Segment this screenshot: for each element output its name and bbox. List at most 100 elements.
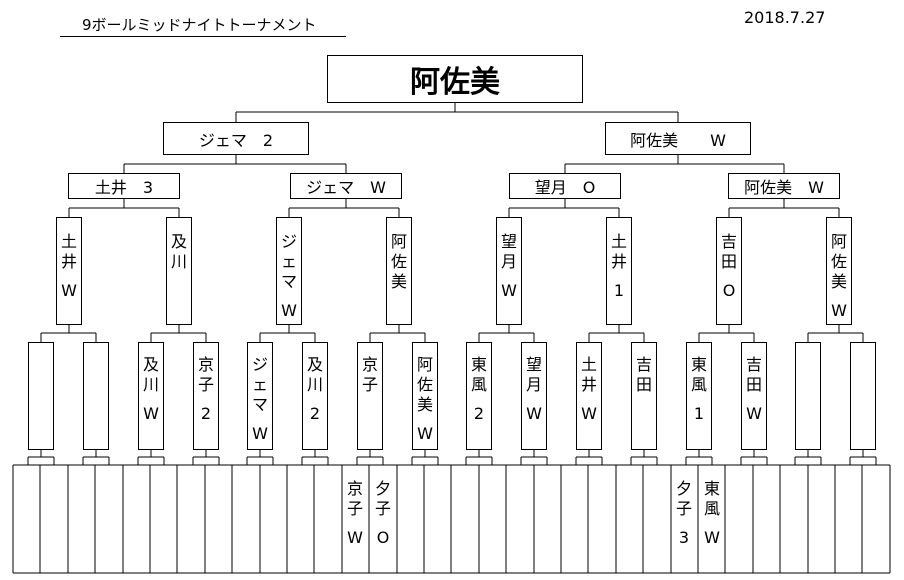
r32-box-11-char: 井 — [580, 375, 597, 394]
r32-box-15 — [795, 342, 821, 450]
r64-entry-4-char: 東 — [703, 479, 720, 498]
r32-box-6-char: 川 — [306, 375, 323, 394]
r64-entry-3-char: 子 — [675, 499, 692, 518]
champion-name: 阿佐美 — [410, 65, 500, 100]
r32-box-10-player: 望月 — [526, 355, 542, 395]
r32-box-11-player: 土井 — [581, 355, 597, 395]
r32-box-9-char: 東 — [470, 355, 487, 374]
r32-box-13: 東風 1 — [686, 342, 712, 450]
r16-box-8-char: 佐 — [830, 252, 847, 271]
r32-box-13-result: 1 — [693, 404, 705, 423]
r16-box-8-char: 美 — [830, 272, 847, 291]
r32-box-16 — [850, 342, 876, 450]
r32-box-14-player: 吉田 — [746, 355, 762, 395]
r32-box-3-player: 及川 — [143, 355, 159, 395]
r16-box-3-player: ジェマ — [281, 232, 297, 292]
tournament-title: 9ボールミッドナイトトーナメント — [82, 16, 317, 34]
r32-box-2 — [83, 342, 109, 450]
r16-box-2-char: 及 — [170, 232, 187, 251]
r64-entry-1-char: 子 — [346, 499, 363, 518]
quarter-4-label: 阿佐美 W — [744, 178, 824, 197]
r16-box-1-char: 井 — [60, 252, 77, 271]
r16-box-3-char: ェ — [280, 252, 297, 271]
r16-box-6-char: 土 — [610, 232, 627, 251]
r16-box-3-char: ジ — [280, 232, 297, 251]
r32-box-14-char: 田 — [745, 375, 762, 394]
semi-left-box: ジェマ 2 — [163, 122, 309, 155]
r32-box-13-char: 東 — [690, 355, 707, 374]
r32-box-4-result: 2 — [200, 404, 212, 423]
r64-entry-1-player: 京子 — [347, 479, 363, 519]
r32-box-6-result: 2 — [309, 404, 321, 423]
r64-entry-1-char: 京 — [346, 479, 363, 498]
r32-box-14-result: W — [746, 404, 762, 423]
quarter-1-box: 土井 3 — [68, 173, 180, 199]
r32-box-6-player: 及川 — [307, 355, 323, 395]
r32-box-8-char: 阿 — [416, 355, 433, 374]
r32-box-4: 京子 2 — [193, 342, 219, 450]
r32-box-9: 東風 2 — [466, 342, 492, 450]
r16-box-4-char: 佐 — [390, 252, 407, 271]
r64-entry-3-result: 3 — [678, 528, 690, 547]
r32-box-8-char: 佐 — [416, 375, 433, 394]
r32-box-7-player: 京子 — [362, 355, 378, 395]
r16-box-8-result: W — [831, 301, 847, 320]
r32-box-12-char: 吉 — [635, 355, 652, 374]
r64-entry-3-player: 夕子 — [676, 479, 692, 519]
r32-box-9-result: 2 — [473, 404, 485, 423]
r32-box-8-result: W — [417, 424, 433, 443]
r16-box-8-char: 阿 — [830, 232, 847, 251]
r64-entry-4-char: 風 — [703, 499, 720, 518]
r16-box-3-result: W — [281, 301, 297, 320]
semi-right-box: 阿佐美 W — [605, 122, 751, 155]
event-date: 2018.7.27 — [744, 8, 826, 27]
r32-box-9-char: 風 — [470, 375, 487, 394]
r32-box-1 — [28, 342, 54, 450]
r64-entry-3: 夕子 3 — [671, 465, 697, 573]
quarter-2-box: ジェマ W — [290, 173, 402, 199]
r32-box-10-char: 月 — [525, 375, 542, 394]
r64-entry-2-char: 子 — [374, 499, 391, 518]
r32-box-3-char: 川 — [142, 375, 159, 394]
r32-box-5-char: ェ — [251, 375, 268, 394]
r32-box-9-player: 東風 — [471, 355, 487, 395]
r16-box-1-char: 土 — [60, 232, 77, 251]
r16-box-5-player: 望月 — [501, 232, 517, 272]
r32-box-7-char: 子 — [361, 375, 378, 394]
r64-entry-4-result: W — [704, 528, 720, 547]
r16-box-7-char: 吉 — [720, 232, 737, 251]
r16-box-5-result: W — [501, 281, 517, 300]
r32-box-13-char: 風 — [690, 375, 707, 394]
r16-box-7-char: 田 — [720, 252, 737, 271]
r16-box-6-result: 1 — [613, 281, 625, 300]
r16-box-3-char: マ — [280, 272, 297, 291]
semi-left-label: ジェマ 2 — [198, 130, 274, 150]
r32-box-4-char: 京 — [197, 355, 214, 374]
r64-entry-2-char: 夕 — [374, 479, 391, 498]
r16-box-5-char: 望 — [500, 232, 517, 251]
r16-box-4-char: 阿 — [390, 232, 407, 251]
r16-box-7-result: O — [722, 281, 736, 300]
r64-entry-4-player: 東風 — [704, 479, 720, 519]
r32-box-8-char: 美 — [416, 395, 433, 414]
quarter-2-label: ジェマ W — [306, 178, 386, 197]
r32-box-4-player: 京子 — [198, 355, 214, 395]
r32-box-10-char: 望 — [525, 355, 542, 374]
r64-entry-2-player: 夕子 — [375, 479, 391, 519]
r16-box-5-char: 月 — [500, 252, 517, 271]
r16-box-2: 及川 — [166, 217, 192, 325]
r64-entry-1-result: W — [347, 528, 363, 547]
